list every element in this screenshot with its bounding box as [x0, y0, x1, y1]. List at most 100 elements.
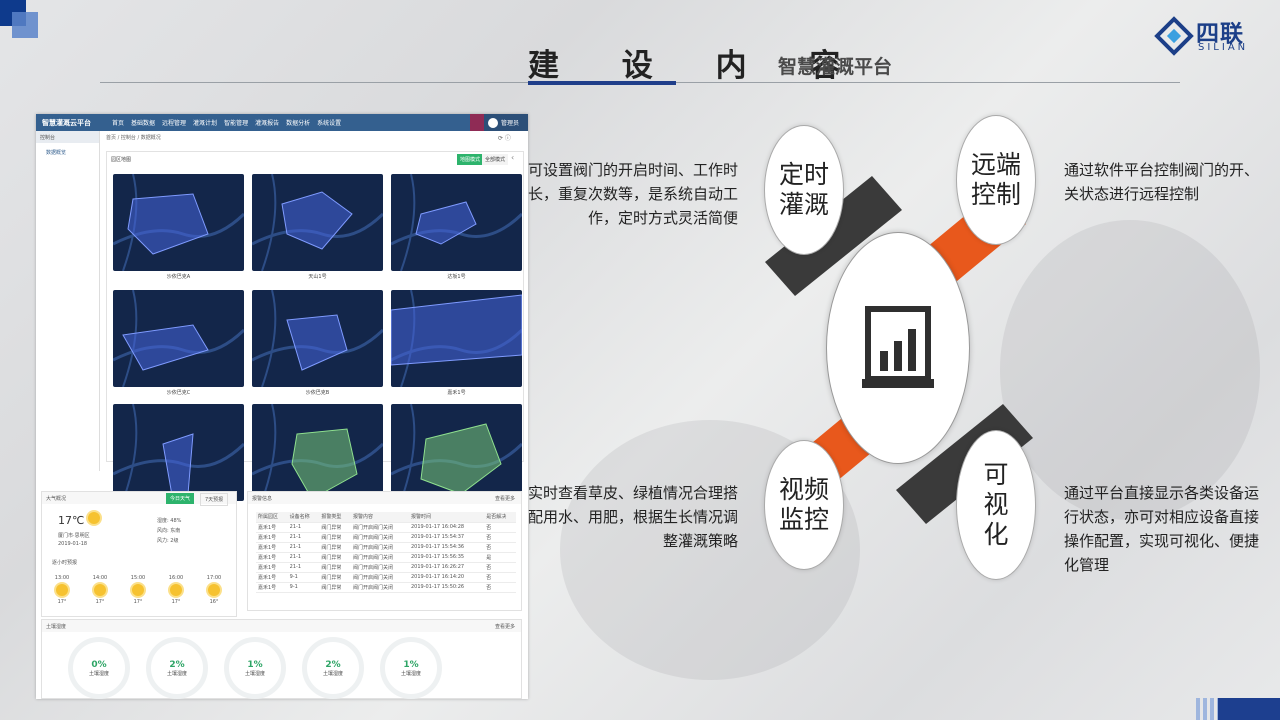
back-icon[interactable]: ‹	[511, 153, 515, 162]
map-polygon	[391, 404, 522, 501]
hour-time: 17:00	[206, 575, 222, 581]
user-menu[interactable]: 管理员	[484, 114, 528, 131]
nav-remote[interactable]: 远程管理	[162, 120, 187, 127]
hour-temp: 17°	[133, 599, 143, 605]
weather-panel: 大气概况 今日天气 7天预报 17℃ 湿度: 48% 风向: 东南 风力: 2级…	[41, 491, 237, 617]
map-tile[interactable]	[391, 290, 522, 387]
table-cell: 阀门开启阀门关闭	[350, 562, 409, 573]
app-brand[interactable]: 智慧灌溉云平台	[42, 118, 91, 127]
tab-today[interactable]: 今日天气	[166, 493, 195, 504]
table-cell: 阀门开启阀门关闭	[350, 522, 409, 533]
table-cell: 嘉禾1号	[256, 582, 288, 593]
table-cell: 2019-01-17 16:26:27	[409, 562, 485, 573]
nav-settings[interactable]: 系统设置	[317, 120, 342, 127]
petal-label: 定时	[778, 160, 829, 189]
petal-label: 灌溉	[778, 190, 829, 219]
map-tile[interactable]	[113, 290, 244, 387]
alarm-more-link[interactable]: 查看更多	[494, 496, 515, 502]
nav-smart[interactable]: 智能管理	[224, 120, 249, 127]
hour-time: 14:00	[92, 575, 108, 581]
table-cell: 21-1	[287, 532, 320, 543]
table-cell: 21-1	[287, 522, 320, 533]
sidebar-head[interactable]: 控制台	[36, 131, 99, 143]
tab-7day[interactable]: 7天预报	[200, 493, 229, 506]
center-chart-circle	[826, 232, 970, 464]
timed-irrigation-desc: 可设置阀门的开启时间、工作时长，重复次数等，是系统自动工作，定时方式灵活简便	[528, 161, 739, 227]
table-cell: 阀门开启阀门关闭	[350, 572, 409, 583]
sidebar-item-overview[interactable]: 数据概览	[46, 150, 67, 156]
soil-more-link[interactable]: 查看更多	[494, 624, 515, 630]
map-tile[interactable]	[252, 174, 383, 271]
map-tile-label: 沙依巴克C	[166, 390, 191, 396]
table-cell: 阀门开启阀门关闭	[350, 532, 409, 543]
remote-control-desc: 通过软件平台控制阀门的开、关状态进行远程控制	[1064, 161, 1260, 203]
table-cell: 否	[484, 532, 516, 543]
gauge-ring: 1%土壤湿度	[380, 637, 442, 699]
page-title: 建 设 内 容	[528, 48, 867, 84]
soil-title: 土壤湿度	[46, 624, 67, 630]
table-cell: 嘉禾1号	[256, 572, 288, 583]
sun-icon	[170, 584, 182, 596]
platform-screenshot: 智慧灌溉云平台 首页 基础数据 远程管理 灌溉计划 智能管理 灌溉报告 数据分析…	[36, 114, 528, 699]
table-header-row: 所属园区设备名称报警类型报警内容报警时间是否解决	[256, 512, 516, 523]
nav-analysis[interactable]: 数据分析	[286, 120, 311, 127]
all-mode-button[interactable]: 全部模式	[482, 154, 509, 165]
gauge-ring: 1%土壤湿度	[224, 637, 286, 699]
table-cell: 2019-01-17 15:50:26	[409, 582, 485, 593]
map-mode-button[interactable]: 地图模式	[457, 154, 484, 165]
video-monitor-petal: 视频监控	[764, 440, 844, 570]
petal-label: 化	[983, 520, 1009, 549]
soil-gauge[interactable]: 0%土壤湿度12-1 嘉禾1号	[67, 637, 131, 699]
location: 厦门市·思明区	[58, 533, 90, 539]
refresh-icon[interactable]: ⟳ ⓘ	[498, 135, 511, 142]
wind-level: 风力: 2级	[157, 538, 179, 544]
soil-gauge[interactable]: 1%土壤湿度43 嘉禾1号	[379, 637, 443, 699]
map-tile[interactable]	[391, 174, 522, 271]
map-tile[interactable]	[391, 404, 522, 501]
nav-basic-data[interactable]: 基础数据	[131, 120, 156, 127]
soil-gauge[interactable]: 2%土壤湿度9-1 嘉禾1号	[301, 637, 365, 699]
table-cell: 9-1	[287, 582, 320, 593]
soil-gauge[interactable]: 2%土壤湿度9-1 嘉禾1号	[145, 637, 209, 699]
table-cell: 2019-01-17 16:14:20	[409, 572, 485, 583]
gauge-label: 土壤湿度	[166, 670, 187, 677]
weather-date: 2019-01-18	[58, 541, 88, 547]
bell-icon[interactable]	[470, 114, 484, 131]
gauge-value: 1%	[247, 659, 263, 670]
nav-plan[interactable]: 灌溉计划	[193, 120, 218, 127]
map-tile[interactable]	[252, 404, 383, 501]
nav-home[interactable]: 首页	[112, 120, 125, 127]
petal-label: 控制	[970, 180, 1021, 209]
table-cell: 2019-01-17 15:54:37	[409, 532, 485, 543]
app-topbar: 智慧灌溉云平台 首页 基础数据 远程管理 灌溉计划 智能管理 灌溉报告 数据分析…	[36, 114, 528, 131]
column-header: 报警时间	[409, 512, 485, 523]
map-polygon	[391, 290, 522, 387]
map-tile[interactable]	[113, 174, 244, 271]
sun-icon	[132, 584, 144, 596]
soil-gauge[interactable]: 1%土壤湿度43 嘉禾1号	[223, 637, 287, 699]
map-tile-label: 天山1号	[308, 274, 327, 280]
nav-report[interactable]: 灌溉报告	[255, 120, 280, 127]
gauge-value: 2%	[169, 659, 185, 670]
wind-direction: 风向: 东南	[157, 528, 181, 534]
petal-label: 视	[983, 490, 1009, 519]
chart-monitor-icon	[862, 306, 934, 388]
column-header: 报警类型	[319, 512, 351, 523]
avatar	[488, 117, 498, 128]
map-tile[interactable]	[252, 290, 383, 387]
current-temp: 17℃	[58, 512, 100, 527]
logo-text: 四联	[1196, 21, 1244, 47]
map-tile[interactable]	[113, 404, 244, 501]
gauge-label: 土壤湿度	[322, 670, 343, 677]
footer-decoration	[1218, 698, 1280, 720]
gauge-value: 0%	[91, 659, 107, 670]
